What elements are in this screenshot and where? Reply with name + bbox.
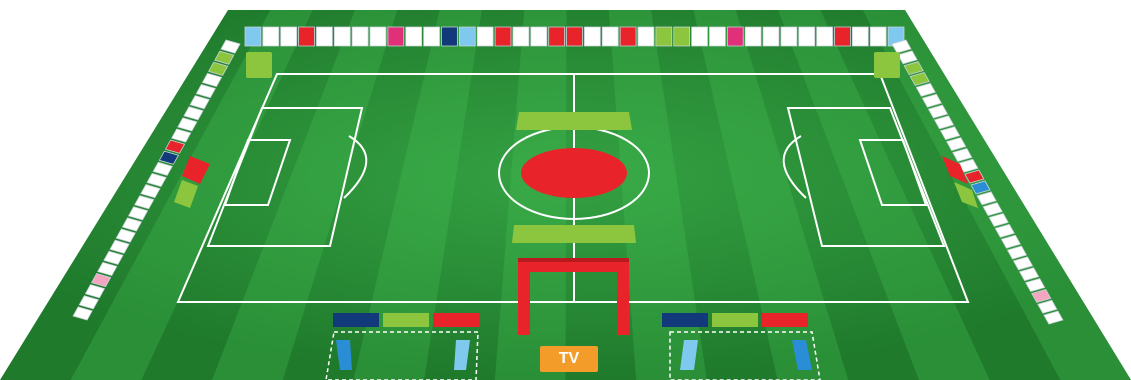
top-board [424, 27, 440, 46]
top-board [442, 27, 458, 46]
top-advertising-boards [245, 27, 904, 46]
top-board [459, 27, 475, 46]
top-board [799, 27, 815, 46]
top-board [674, 27, 690, 46]
tv-gantry-shadow [518, 258, 629, 262]
top-board [602, 27, 618, 46]
bench-board [383, 313, 429, 327]
bench-board [333, 313, 379, 327]
bench-board [433, 313, 479, 327]
bench-board [762, 313, 808, 327]
top-board [835, 27, 851, 46]
right-bench-boards [662, 313, 808, 327]
center-red-disc [521, 148, 627, 198]
bench-board [662, 313, 708, 327]
top-board [263, 27, 279, 46]
top-board [549, 27, 565, 46]
corner-lime-box-right [874, 52, 900, 78]
top-board [352, 27, 368, 46]
top-board [638, 27, 654, 46]
top-board [513, 27, 529, 46]
top-board [620, 27, 636, 46]
top-board [852, 27, 868, 46]
top-board [781, 27, 797, 46]
top-board [370, 27, 386, 46]
bench-board [712, 313, 758, 327]
top-board [495, 27, 511, 46]
top-board [763, 27, 779, 46]
top-board [299, 27, 315, 46]
top-board [727, 27, 743, 46]
top-board [745, 27, 761, 46]
top-board [245, 27, 261, 46]
top-board [477, 27, 493, 46]
top-board [531, 27, 547, 46]
top-board [406, 27, 422, 46]
top-board [692, 27, 708, 46]
corner-lime-box-left [246, 52, 272, 78]
top-board [709, 27, 725, 46]
top-board [870, 27, 886, 46]
top-board [567, 27, 583, 46]
left-bench-boards [333, 313, 479, 327]
top-board [584, 27, 600, 46]
top-board [817, 27, 833, 46]
top-board [656, 27, 672, 46]
top-board [334, 27, 350, 46]
center-lime-board-bottom [512, 225, 636, 243]
top-board [316, 27, 332, 46]
tv-label: TV [540, 346, 598, 372]
center-lime-board-top [516, 112, 632, 130]
top-board [388, 27, 404, 46]
top-board [281, 27, 297, 46]
